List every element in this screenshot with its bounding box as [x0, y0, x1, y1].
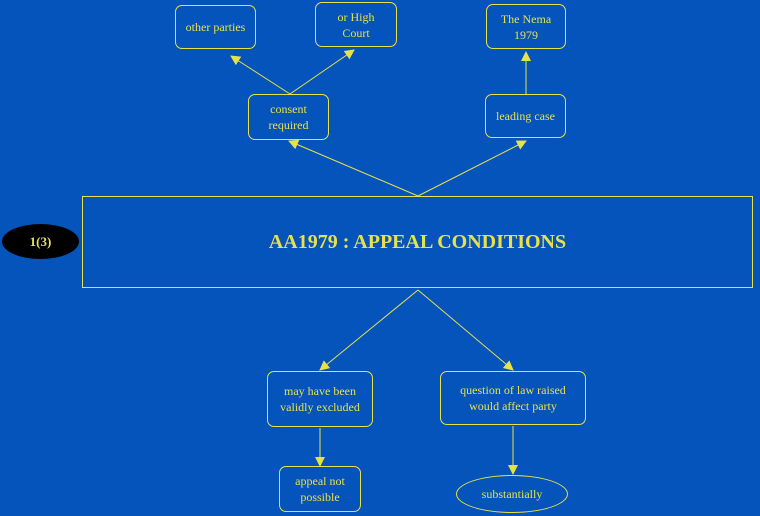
arrow-consent-to-other-parties	[230, 55, 291, 95]
arrow-main-to-consent	[288, 139, 419, 197]
node-other-parties: other parties	[175, 5, 256, 49]
node-validly-excluded: may have been validly excluded	[267, 371, 373, 427]
node-question-of-law: question of law raised would affect part…	[440, 371, 586, 425]
node-leading-case: leading case	[485, 94, 566, 138]
node-substantially: substantially	[456, 475, 568, 513]
node-high-court: or High Court	[315, 2, 397, 47]
diagram-title-box: AA1979 : APPEAL CONDITIONS	[82, 196, 753, 288]
node-nema-1979: The Nema 1979	[486, 4, 566, 49]
node-consent-required: consent required	[248, 94, 329, 140]
arrow-main-to-excluded	[319, 289, 419, 371]
slide-number-badge: 1(3)	[2, 224, 79, 259]
arrow-consent-to-high-court	[289, 49, 355, 95]
node-appeal-not-possible: appeal not possible	[279, 466, 361, 512]
arrow-main-to-question-of-law	[417, 289, 514, 371]
arrow-main-to-leading-case	[417, 140, 527, 197]
